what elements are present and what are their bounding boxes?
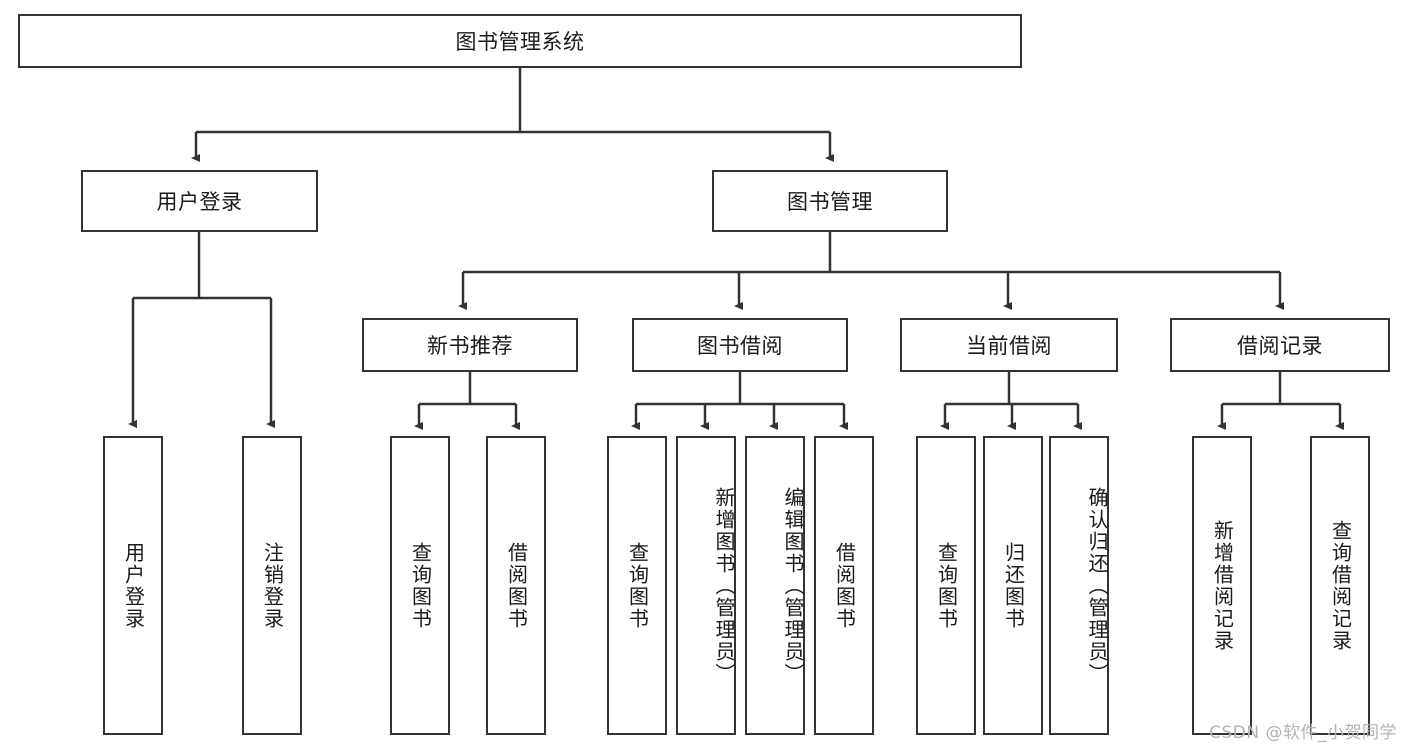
node-leaf-edit-book-admin-label: 编辑图书（管理员） [781, 486, 805, 685]
node-leaf-borrow-book-newbook-label: 借阅图书 [504, 541, 529, 630]
watermark: CSDN @软件_小贺同学 [1209, 723, 1397, 743]
node-new-book-recommend[interactable]: 新书推荐 [362, 318, 578, 372]
node-leaf-return-book-label: 归还图书 [1001, 541, 1026, 630]
node-user-login[interactable]: 用户登录 [81, 170, 318, 232]
node-leaf-query-borrow-record-label: 查询借阅记录 [1328, 519, 1353, 652]
node-leaf-user-login-label: 用户登录 [121, 541, 146, 630]
node-leaf-logout[interactable]: 注销登录 [242, 436, 302, 735]
node-book-management[interactable]: 图书管理 [712, 170, 948, 232]
node-leaf-add-borrow-record[interactable]: 新增借阅记录 [1192, 436, 1252, 735]
node-leaf-logout-label: 注销登录 [260, 541, 285, 630]
node-leaf-add-borrow-record-label: 新增借阅记录 [1210, 519, 1235, 652]
node-leaf-query-borrow-record[interactable]: 查询借阅记录 [1310, 436, 1370, 735]
node-leaf-query-book-borrow-label: 查询图书 [625, 541, 650, 630]
node-book-borrow[interactable]: 图书借阅 [632, 318, 848, 372]
node-leaf-return-book[interactable]: 归还图书 [983, 436, 1043, 735]
node-leaf-add-book-admin-label: 新增图书（管理员） [712, 486, 736, 685]
node-leaf-edit-book-admin[interactable]: 编辑图书（管理员） [745, 436, 805, 735]
node-user-login-label: 用户登录 [156, 190, 243, 214]
node-borrow-record[interactable]: 借阅记录 [1170, 318, 1390, 372]
node-root-system[interactable]: 图书管理系统 [18, 14, 1022, 68]
node-leaf-query-book-newbook[interactable]: 查询图书 [390, 436, 450, 735]
node-leaf-user-login[interactable]: 用户登录 [103, 436, 163, 735]
node-leaf-borrow-book-newbook[interactable]: 借阅图书 [486, 436, 546, 735]
node-current-borrow[interactable]: 当前借阅 [900, 318, 1118, 372]
node-leaf-confirm-return-admin-label: 确认归还（管理员） [1085, 486, 1109, 685]
node-new-book-recommend-label: 新书推荐 [427, 334, 513, 358]
node-current-borrow-label: 当前借阅 [966, 334, 1052, 358]
node-borrow-record-label: 借阅记录 [1237, 334, 1323, 358]
node-leaf-query-book-current-label: 查询图书 [934, 541, 959, 630]
node-leaf-borrow-book[interactable]: 借阅图书 [814, 436, 874, 735]
node-book-management-label: 图书管理 [787, 190, 873, 214]
node-leaf-query-book-borrow[interactable]: 查询图书 [607, 436, 667, 735]
node-root-system-label: 图书管理系统 [455, 30, 585, 54]
node-leaf-query-book-newbook-label: 查询图书 [408, 541, 433, 630]
node-leaf-confirm-return-admin[interactable]: 确认归还（管理员） [1049, 436, 1109, 735]
node-book-borrow-label: 图书借阅 [697, 334, 783, 358]
node-leaf-add-book-admin[interactable]: 新增图书（管理员） [676, 436, 736, 735]
node-leaf-query-book-current[interactable]: 查询图书 [916, 436, 976, 735]
node-leaf-borrow-book-label: 借阅图书 [832, 541, 857, 630]
